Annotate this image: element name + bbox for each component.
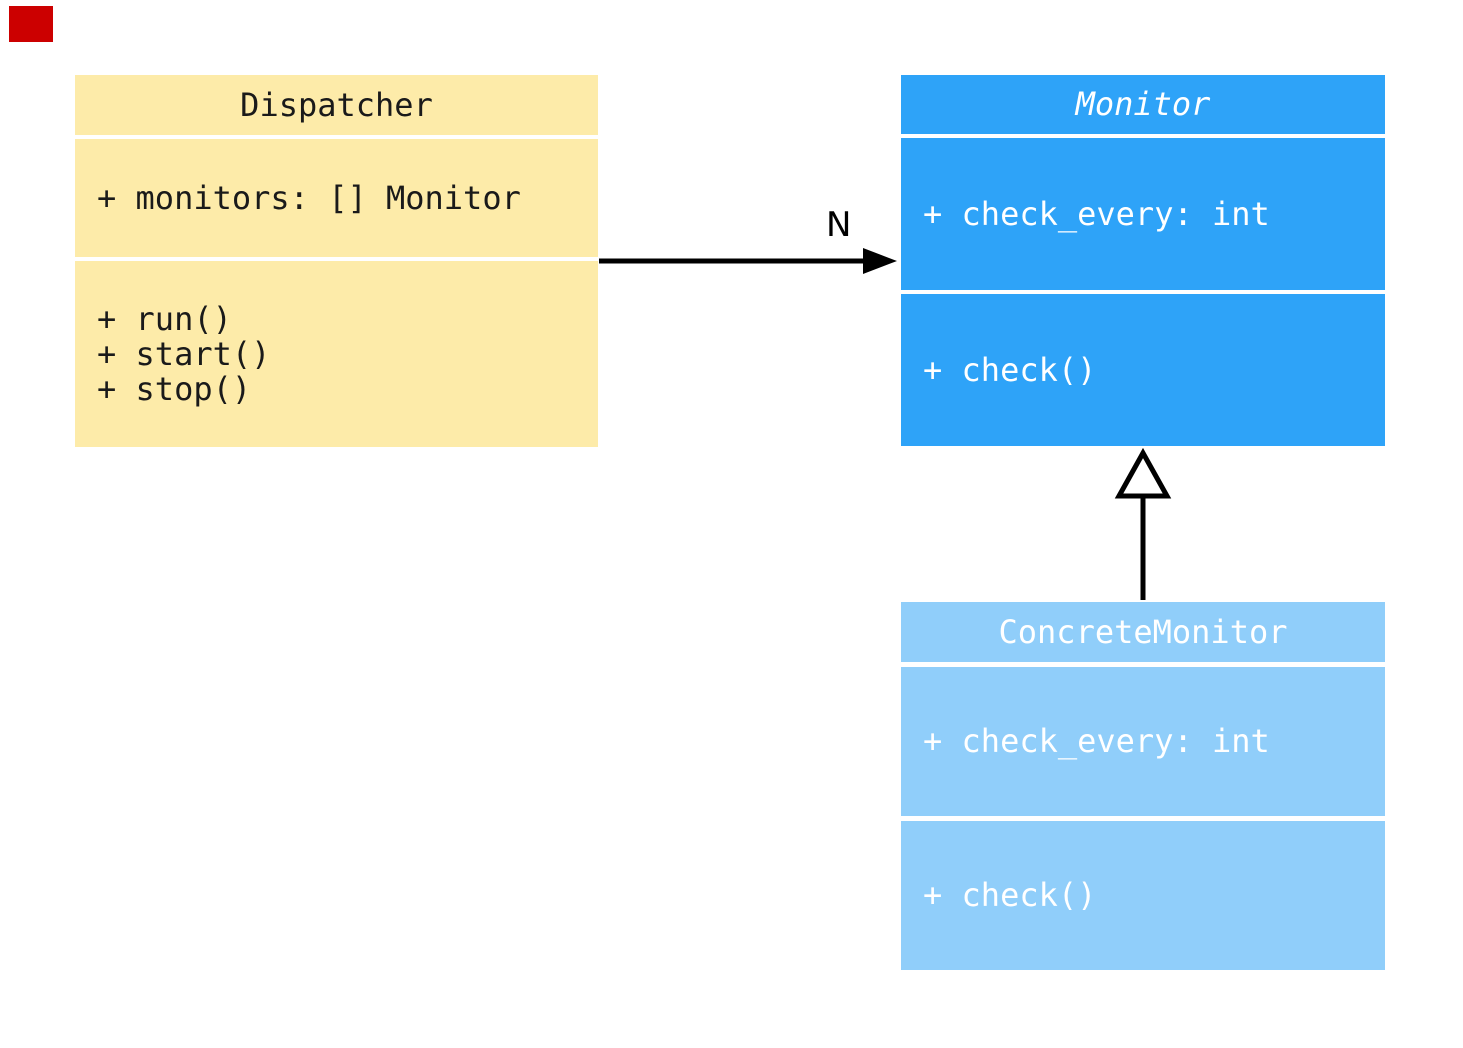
association-multiplicity-label: N bbox=[826, 205, 852, 245]
class-monitor-name: Monitor bbox=[901, 75, 1385, 134]
attribute-check-every: + check_every: int bbox=[923, 194, 1270, 233]
class-monitor: Monitor + check_every: int + check() bbox=[901, 75, 1385, 446]
method-start: + start() bbox=[97, 334, 271, 373]
attribute-monitors: + monitors: [] Monitor bbox=[97, 178, 521, 217]
association-arrow-dispatcher-to-monitor bbox=[599, 248, 897, 274]
attribute-check-every: + check_every: int bbox=[923, 722, 1270, 760]
method-stop: + stop() bbox=[97, 369, 252, 408]
method-check: + check() bbox=[923, 876, 1097, 914]
class-dispatcher-methods: + run() + start() + stop() bbox=[75, 261, 598, 447]
class-monitor-attributes: + check_every: int bbox=[901, 138, 1385, 290]
inheritance-arrow-concretemonitor-to-monitor bbox=[1114, 447, 1172, 600]
method-run: + run() bbox=[97, 299, 232, 338]
class-concrete-monitor-methods: + check() bbox=[901, 821, 1385, 970]
class-dispatcher: Dispatcher + monitors: [] Monitor + run(… bbox=[75, 75, 598, 447]
class-dispatcher-attributes: + monitors: [] Monitor bbox=[75, 139, 598, 257]
class-concrete-monitor-attributes: + check_every: int bbox=[901, 667, 1385, 816]
red-corner-marker bbox=[9, 6, 53, 42]
class-concrete-monitor: ConcreteMonitor + check_every: int + che… bbox=[901, 602, 1385, 970]
hollow-triangle-arrowhead-icon bbox=[1114, 447, 1172, 499]
class-monitor-methods: + check() bbox=[901, 294, 1385, 446]
class-dispatcher-name: Dispatcher bbox=[75, 75, 598, 135]
filled-arrowhead-icon bbox=[863, 248, 897, 274]
method-check: + check() bbox=[923, 350, 1097, 389]
class-concrete-monitor-name: ConcreteMonitor bbox=[901, 602, 1385, 662]
